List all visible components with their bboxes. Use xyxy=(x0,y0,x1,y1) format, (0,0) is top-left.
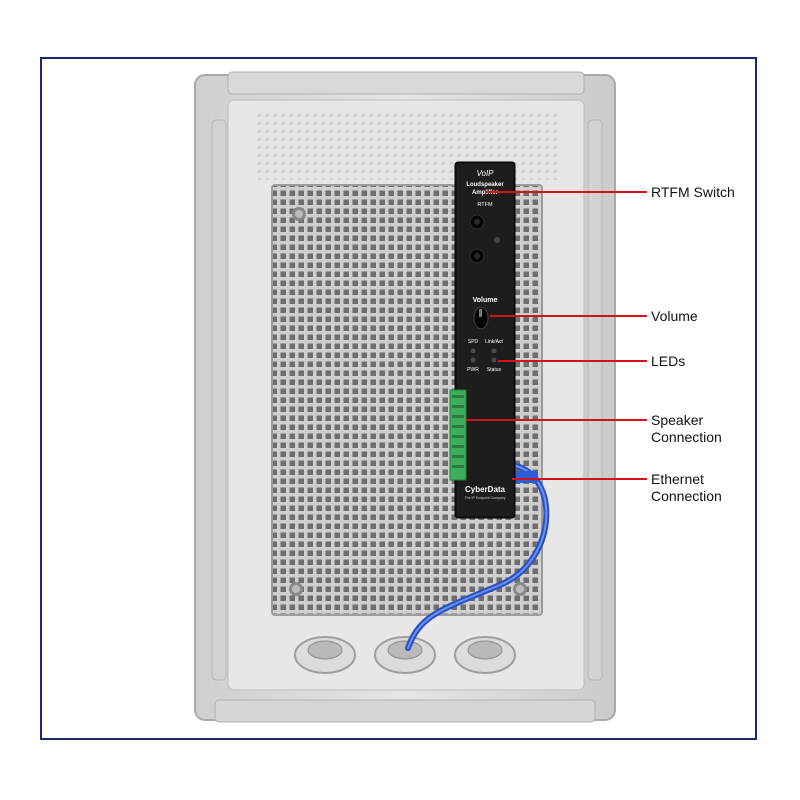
pwr-led-icon xyxy=(470,357,476,363)
callout-speaker-connection: Speaker Connection xyxy=(651,412,722,445)
callout-volume: Volume xyxy=(651,308,698,324)
cable-gland-right-icon xyxy=(454,636,516,674)
rtfm-button-icon xyxy=(469,248,485,264)
link-act-label: Link/Act xyxy=(485,339,503,345)
rtfm-label: RTFM xyxy=(477,202,493,208)
rtfm-switch-icon xyxy=(469,214,485,230)
volume-label: Volume xyxy=(473,297,498,304)
pwr-label: PWR xyxy=(467,367,479,373)
rtfm-led-icon xyxy=(494,237,500,243)
callout-leds: LEDs xyxy=(651,353,686,369)
brand-tagline: The IP Endpoint Company xyxy=(465,496,506,500)
device-product-label: VoIP xyxy=(476,169,494,178)
amplifier-device: VoIP Loudspeaker Amplifier RTFM Volume S… xyxy=(449,161,516,519)
callout-ethernet-connection: Ethernet Connection xyxy=(651,471,722,504)
device-title-line1: Loudspeaker xyxy=(466,182,504,188)
brand-label: CyberData xyxy=(465,485,506,494)
speaker-terminal-block xyxy=(449,389,467,481)
status-led-icon xyxy=(491,357,497,363)
enclosure-bottom-lip xyxy=(214,699,596,723)
screw-bottom-right-icon xyxy=(513,582,527,596)
screw-bottom-left-icon xyxy=(289,582,303,596)
ethernet-plug xyxy=(512,471,538,483)
enclosure-left-rail xyxy=(211,119,227,681)
callout-rtfm-switch: RTFM Switch xyxy=(651,184,735,200)
link-led-icon xyxy=(491,348,497,354)
cable-gland-left-icon xyxy=(294,636,356,674)
spd-label: SPD xyxy=(468,339,479,345)
spd-led-icon xyxy=(470,348,476,354)
cable-gland-center-icon xyxy=(374,636,436,674)
ethernet-cable-highlight xyxy=(407,464,548,649)
enclosure-top-lip xyxy=(227,71,585,95)
volume-knob-icon xyxy=(473,306,489,330)
status-label: Status xyxy=(487,367,502,373)
enclosure-right-rail xyxy=(587,119,603,681)
screw-top-left-icon xyxy=(292,207,306,221)
